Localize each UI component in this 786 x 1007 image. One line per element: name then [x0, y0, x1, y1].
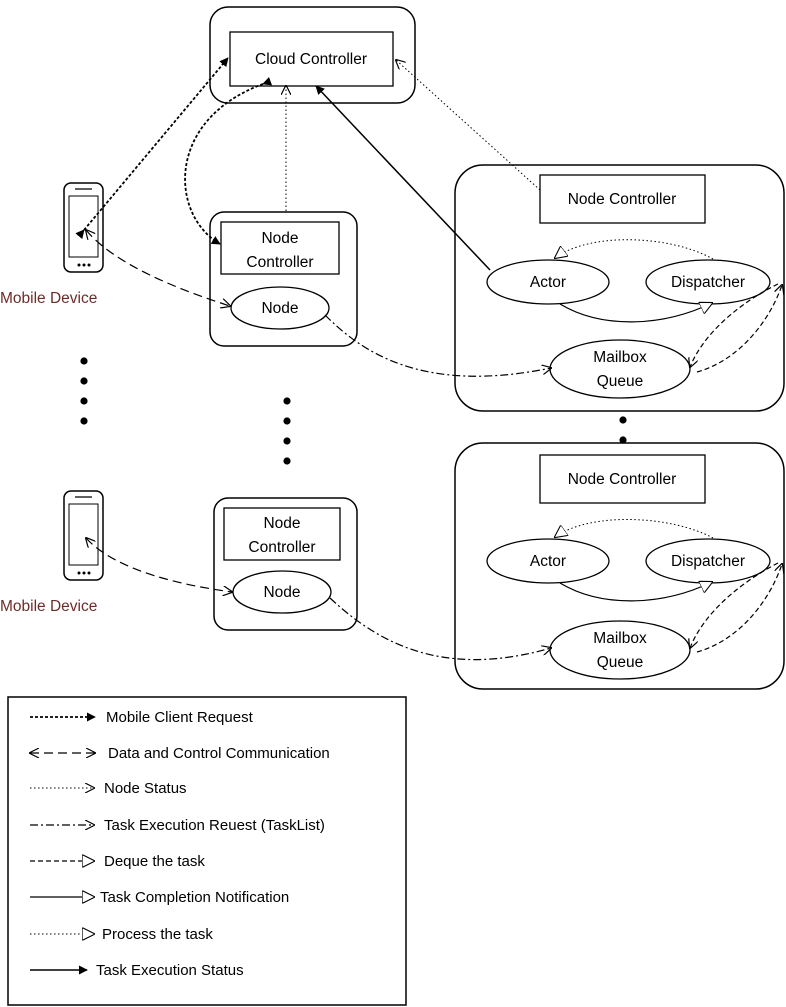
- mobile-client-request-arrow: [75, 57, 229, 240]
- node-controller-bottom-box: [223, 507, 341, 561]
- task-execution-request-top-arrow: [324, 314, 551, 377]
- mailbox-bottom-line2: Queue: [597, 654, 644, 671]
- mailbox-top-line2: Queue: [597, 373, 644, 390]
- mobile-device-bottom-label: Mobile Device: [0, 598, 97, 615]
- legend-label-node-status: Node Status: [104, 780, 187, 797]
- legend-label-process-task: Process the task: [102, 926, 213, 943]
- data-control-top-arrow: [86, 230, 230, 306]
- legend-label-task-completion: Task Completion Notification: [100, 889, 289, 906]
- ellipsis-dots-right: [619, 416, 627, 444]
- task-completion-bottom-arrow: [559, 582, 712, 602]
- node-controller-right-bottom-box: [539, 454, 706, 504]
- deque-task-top-arrow-2: [696, 285, 782, 373]
- cloud-controller-label: Cloud Controller: [255, 51, 367, 68]
- legend-label-task-execution-request: Task Execution Reuest (TaskList): [104, 817, 325, 834]
- task-completion-top-arrow: [559, 303, 712, 323]
- actor-bottom-label: Actor: [530, 553, 566, 570]
- ellipsis-dots-middle: [283, 397, 291, 465]
- node-controller-top-line1: Node: [261, 230, 298, 247]
- node-bottom-label: Node: [263, 584, 300, 601]
- legend: Mobile Client Request Data and Control C…: [7, 696, 407, 1006]
- data-control-bottom-arrow: [86, 538, 232, 592]
- mobile-device-top-label: Mobile Device: [0, 290, 97, 307]
- legend-label-deque-task: Deque the task: [104, 853, 205, 870]
- process-task-top-arrow: [555, 239, 714, 260]
- node-bottom-group: Node Controller Node: [213, 497, 358, 631]
- deque-task-bottom-arrow-2: [696, 564, 782, 653]
- process-task-bottom-arrow: [555, 519, 714, 539]
- task-execution-request-bottom-arrow: [329, 597, 551, 661]
- mobile-device-top: Mobile Device: [0, 182, 104, 307]
- node-controller-right-top-label: Node Controller: [568, 191, 677, 208]
- node-controller-right-bottom-label: Node Controller: [568, 471, 677, 488]
- node-top-group: Node Controller Node: [209, 211, 358, 347]
- node-controller-top-line2: Controller: [246, 254, 313, 271]
- legend-label-data-control: Data and Control Communication: [108, 745, 330, 762]
- deque-task-bottom-arrow-1: [690, 562, 779, 648]
- node-status-right-arrow: [396, 60, 541, 191]
- phone-top-screen: [68, 195, 99, 258]
- mobile-device-bottom: Mobile Device: [0, 490, 104, 615]
- legend-label-task-execution-status: Task Execution Status: [96, 962, 244, 979]
- node-controller-right-top-box: [539, 174, 706, 224]
- node-controller-bottom-line2: Controller: [248, 539, 315, 556]
- cloud-controller-group: Cloud Controller: [209, 6, 416, 104]
- actor-bottom-ellipse: [486, 538, 610, 584]
- ellipsis-dots-left: [80, 357, 88, 425]
- actor-top-ellipse: [486, 259, 610, 305]
- deque-task-top-arrow-1: [690, 283, 779, 367]
- dispatcher-bottom-label: Dispatcher: [671, 553, 745, 570]
- node-controller-bottom-line1: Node: [263, 515, 300, 532]
- task-execution-status-arrow: [315, 85, 491, 271]
- node-top-label: Node: [261, 300, 298, 317]
- legend-box: [7, 696, 407, 1006]
- cluster-bottom-group: Node Controller Actor Dispatcher Mailbox…: [454, 442, 785, 690]
- legend-label-mobile-client-request: Mobile Client Request: [106, 709, 254, 726]
- actor-top-label: Actor: [530, 274, 566, 291]
- dispatcher-top-label: Dispatcher: [671, 274, 745, 291]
- mailbox-bottom-line1: Mailbox: [593, 630, 647, 647]
- cluster-top-group: Node Controller Actor Dispatcher Mailbox…: [454, 164, 785, 412]
- phone-bottom-screen: [68, 503, 99, 566]
- mailbox-top-line1: Mailbox: [593, 349, 647, 366]
